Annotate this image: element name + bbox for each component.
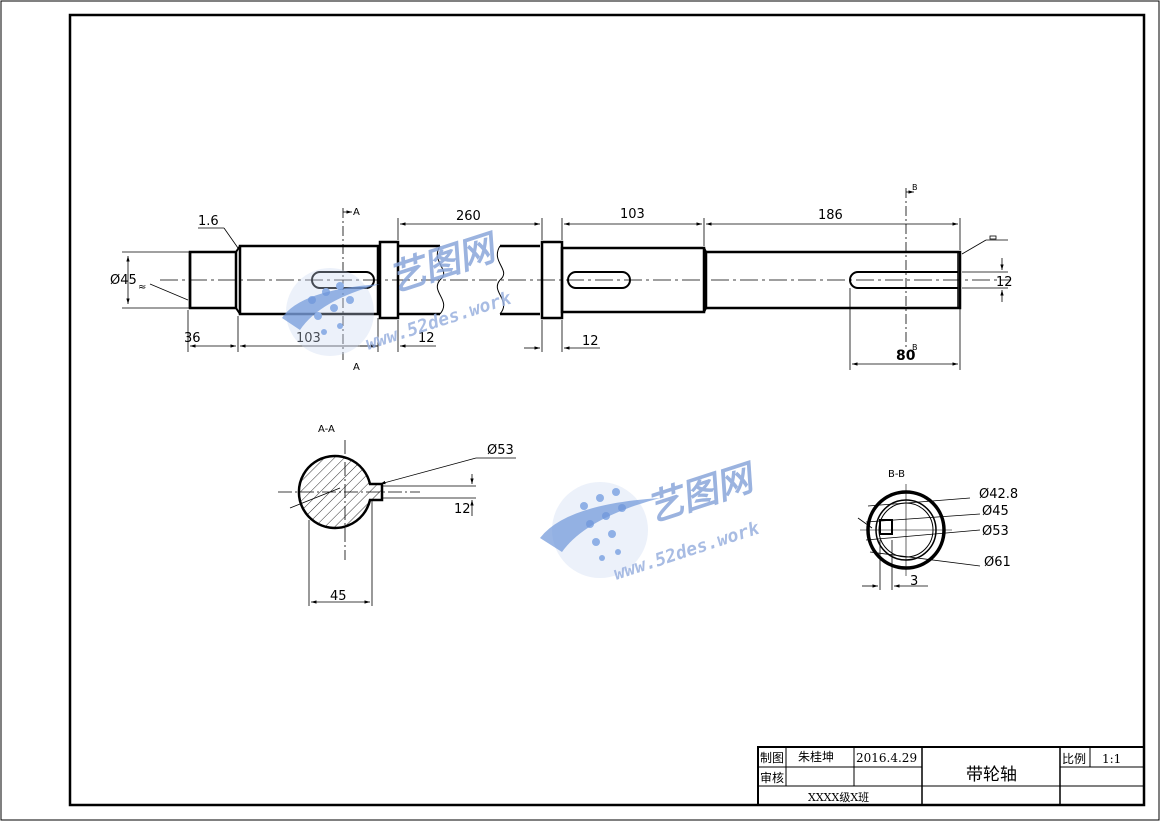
section-aa-diameter: Ø53 <box>487 443 514 458</box>
drawer-name: 朱桂坤 <box>798 749 834 764</box>
len-36-label: 36 <box>184 331 201 346</box>
section-aa-key: 12 <box>454 502 471 517</box>
chamfer-label: 1.6 <box>198 214 219 229</box>
watermark-globe-icon <box>282 268 380 356</box>
len-12-b-label: 12 <box>582 334 599 349</box>
watermark-2: 艺图网 www.52des.work <box>540 457 763 585</box>
section-a-top: A <box>353 207 360 218</box>
len-103-a-label: 103 <box>296 331 321 346</box>
title-block <box>757 746 1145 806</box>
section-bb-title: B-B <box>888 469 905 480</box>
tolerance-mark: ≈ <box>138 282 146 293</box>
review-label: 审核 <box>760 770 784 785</box>
section-bb-d4: Ø61 <box>984 555 1011 570</box>
key-12-label: 12 <box>996 275 1013 290</box>
watermark-brand-1: 艺图网 <box>384 227 504 301</box>
drawn-label: 制图 <box>760 751 784 765</box>
section-aa-depth: 45 <box>330 589 347 604</box>
inner-border <box>68 13 1146 807</box>
part-name: 带轮轴 <box>966 765 1017 785</box>
section-b-bottom: B <box>912 343 918 352</box>
watermark-url-1: www.52des.work <box>363 288 515 355</box>
section-aa-title: A-A <box>318 424 335 435</box>
section-bb-d1: Ø42.8 <box>979 487 1018 502</box>
section-aa: A-A Ø53 12 45 <box>278 424 516 606</box>
len-12-a-label: 12 <box>418 331 435 346</box>
section-bb-d3: Ø53 <box>982 524 1009 539</box>
class-name: XXXX级X班 <box>808 791 869 804</box>
watermark-brand-2: 艺图网 <box>642 457 762 531</box>
section-bb-d2: Ø45 <box>982 504 1009 519</box>
diameter-left-label: Ø45 <box>110 273 137 288</box>
scale-value: 1:1 <box>1102 752 1121 766</box>
len-186-label: 186 <box>818 208 843 223</box>
section-a-bottom: A <box>353 362 360 373</box>
section-bb-key: 3 <box>910 574 918 589</box>
main-dimensions <box>122 188 1008 370</box>
section-b-top: B <box>912 183 918 192</box>
len-103-b-label: 103 <box>620 207 645 222</box>
scale-label: 比例 <box>1062 752 1086 766</box>
drawing-date: 2016.4.29 <box>856 751 917 765</box>
section-bb: B-B Ø42.8 Ø45 Ø53 Ø61 3 <box>857 469 1018 590</box>
len-80-label: 80 <box>896 348 916 364</box>
len-260-label: 260 <box>456 209 481 224</box>
watermark-globe-icon <box>540 482 660 578</box>
